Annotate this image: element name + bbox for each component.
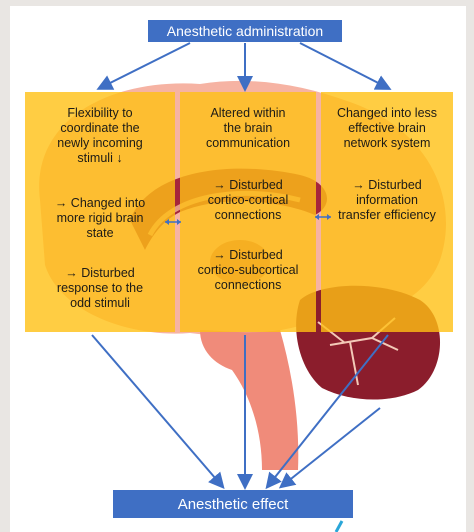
double-arrow-icon: [315, 214, 331, 220]
double-arrow-icon: [165, 219, 181, 225]
anesthetic-effect-box: Anesthetic effect: [113, 490, 353, 518]
effect-label: Anesthetic effect: [178, 496, 289, 513]
